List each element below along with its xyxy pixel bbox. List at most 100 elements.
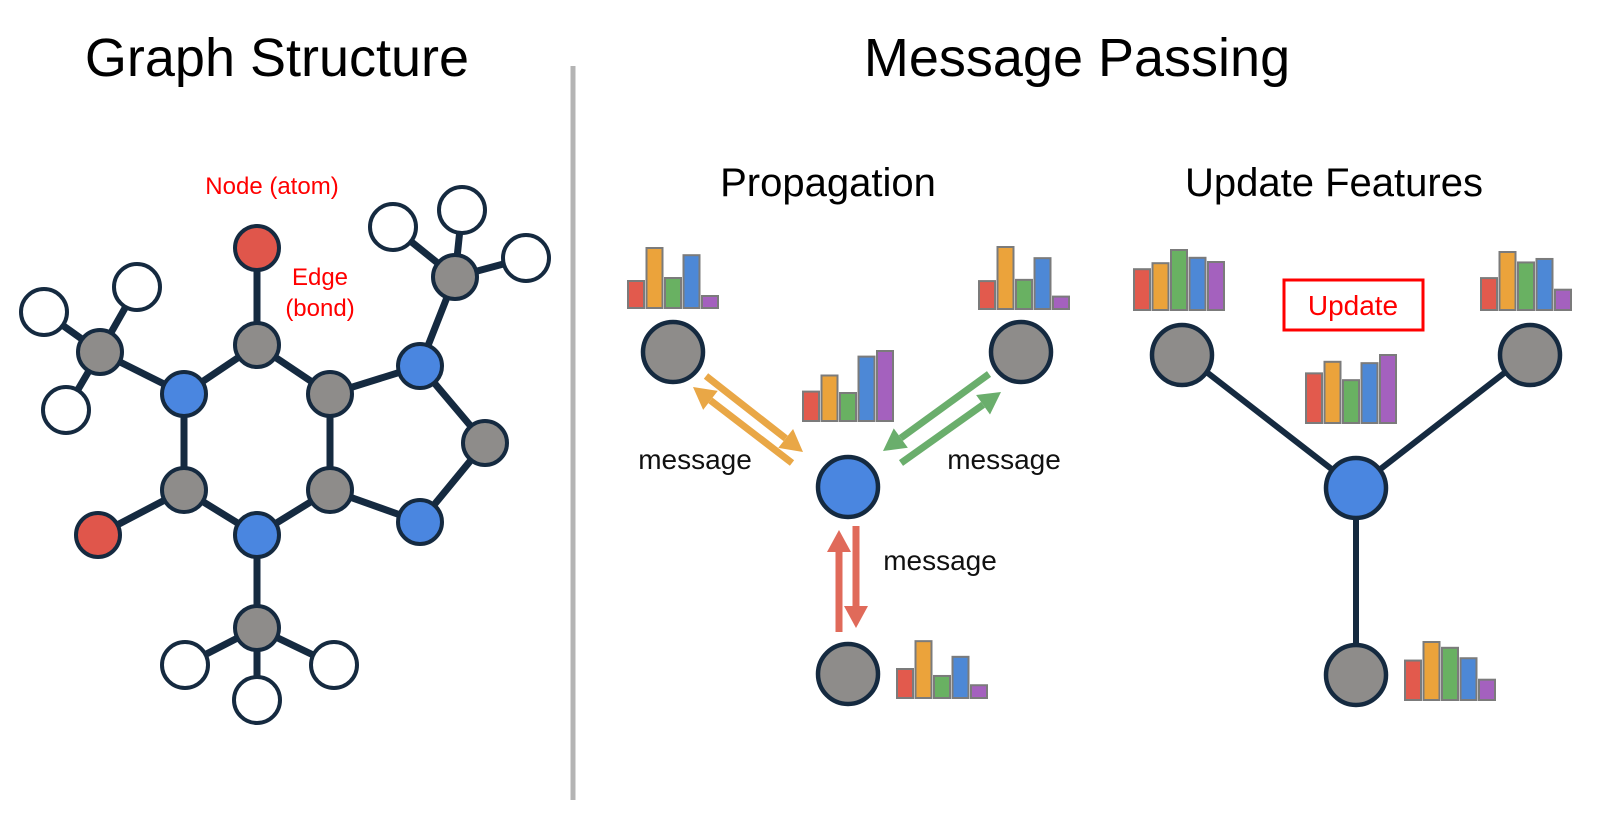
propagation-title: Propagation bbox=[720, 161, 936, 205]
feature-bar bbox=[1441, 646, 1459, 701]
feature-bar bbox=[1188, 256, 1207, 311]
feature-bar bbox=[682, 254, 701, 309]
atom-node-blue bbox=[233, 511, 281, 559]
feature-bars-prop-top-right bbox=[978, 246, 1070, 311]
node-annotation: Node (atom) bbox=[205, 173, 338, 200]
feature-bar bbox=[664, 277, 682, 309]
atom-node-gray bbox=[233, 321, 281, 369]
message-arrows bbox=[693, 371, 1001, 632]
feature-bars-prop-top-left bbox=[627, 247, 719, 309]
prop-node-bottom bbox=[815, 641, 881, 707]
atom-node-gray bbox=[461, 419, 509, 467]
atom-node-blue bbox=[396, 342, 444, 390]
message-label-right: message bbox=[947, 444, 1061, 475]
update-node-top-left bbox=[1149, 322, 1215, 388]
feature-bar bbox=[951, 655, 970, 700]
atom-node-gray bbox=[76, 328, 124, 376]
feature-bar bbox=[1498, 251, 1517, 311]
feature-bar bbox=[1360, 362, 1379, 425]
feature-bar bbox=[1404, 659, 1422, 701]
feature-bar bbox=[1459, 657, 1478, 701]
feature-bar bbox=[1535, 257, 1554, 311]
arrow-to-center-green bbox=[883, 371, 992, 451]
prop-node-top-right bbox=[988, 319, 1054, 385]
feature-bars-prop-bottom bbox=[896, 640, 988, 700]
update-edge bbox=[1354, 350, 1532, 491]
molecule-nodes bbox=[19, 185, 551, 725]
atom-node-blue bbox=[160, 370, 208, 418]
atom-node-white bbox=[41, 385, 91, 435]
feature-bar bbox=[1170, 249, 1188, 311]
arrow-from-center-green bbox=[898, 392, 1001, 466]
atom-node-white bbox=[368, 202, 418, 252]
feature-bar bbox=[1015, 278, 1033, 310]
message-label-left: message bbox=[638, 444, 752, 475]
update-edge bbox=[1180, 350, 1358, 491]
update-box bbox=[1282, 278, 1425, 332]
message-label-bottom: message bbox=[883, 545, 997, 576]
feature-bar bbox=[1207, 261, 1225, 311]
feature-bar bbox=[645, 247, 664, 309]
feature-bar bbox=[857, 355, 876, 423]
message-passing-nodes bbox=[640, 319, 1563, 708]
update-label: Update bbox=[1308, 290, 1398, 321]
feature-bar bbox=[896, 668, 914, 699]
feature-bar bbox=[627, 280, 645, 309]
update-node-center bbox=[1323, 455, 1389, 521]
feature-bar bbox=[701, 295, 719, 309]
atom-node-white bbox=[232, 675, 282, 725]
feature-bar bbox=[1422, 641, 1441, 701]
atom-node-white bbox=[19, 287, 69, 337]
message-passing-title: Message Passing bbox=[864, 28, 1290, 88]
feature-bar bbox=[1517, 261, 1535, 312]
feature-bar bbox=[1480, 277, 1498, 312]
feature-bar bbox=[1342, 379, 1360, 425]
feature-bar bbox=[1554, 288, 1572, 312]
feature-bar bbox=[996, 246, 1015, 310]
feature-bar bbox=[802, 390, 820, 423]
feature-bar bbox=[839, 392, 857, 422]
feature-bars-upd-top-right bbox=[1480, 251, 1572, 312]
feature-bar-charts bbox=[627, 246, 1572, 702]
update-node-bottom bbox=[1323, 642, 1389, 708]
arrow-to-bottom-red bbox=[844, 526, 868, 628]
feature-bar bbox=[820, 374, 839, 422]
feature-bar bbox=[876, 350, 894, 422]
feature-bar bbox=[1323, 360, 1342, 424]
arrow-from-center-orange bbox=[693, 387, 795, 466]
feature-bar bbox=[933, 674, 951, 700]
atom-node-white bbox=[501, 233, 551, 283]
feature-bar bbox=[1379, 354, 1397, 424]
graph-structure-title: Graph Structure bbox=[85, 28, 469, 88]
atom-node-gray bbox=[160, 466, 208, 514]
arrow-from-bottom-red bbox=[827, 530, 851, 632]
atom-node-blue bbox=[396, 498, 444, 546]
atom-node-white bbox=[112, 262, 162, 312]
feature-bar bbox=[1052, 295, 1070, 311]
atom-node-red bbox=[233, 224, 281, 272]
atom-node-white bbox=[309, 640, 359, 690]
atom-node-red bbox=[74, 511, 122, 559]
prop-node-center bbox=[815, 454, 881, 520]
atom-node-gray bbox=[306, 370, 354, 418]
update-node-top-right bbox=[1497, 322, 1563, 388]
atom-node-gray bbox=[431, 253, 479, 301]
update-features-title: Update Features bbox=[1185, 161, 1483, 205]
feature-bar bbox=[1133, 268, 1151, 312]
feature-bar bbox=[970, 684, 988, 699]
feature-bar bbox=[914, 640, 933, 699]
feature-bars-prop-center bbox=[802, 350, 894, 423]
atom-node-white bbox=[437, 185, 487, 235]
edge-annotation-line2: (bond) bbox=[285, 295, 354, 322]
prop-node-top-left bbox=[640, 319, 706, 385]
feature-bars-upd-bottom bbox=[1404, 641, 1496, 702]
feature-bar bbox=[978, 280, 996, 311]
edge-annotation-line1: Edge bbox=[292, 264, 348, 291]
feature-bar bbox=[1033, 257, 1052, 311]
atom-node-gray bbox=[306, 466, 354, 514]
atom-node-gray bbox=[233, 604, 281, 652]
feature-bar bbox=[1305, 372, 1323, 424]
feature-bars-upd-top-left bbox=[1133, 249, 1225, 312]
feature-bar bbox=[1151, 262, 1170, 312]
